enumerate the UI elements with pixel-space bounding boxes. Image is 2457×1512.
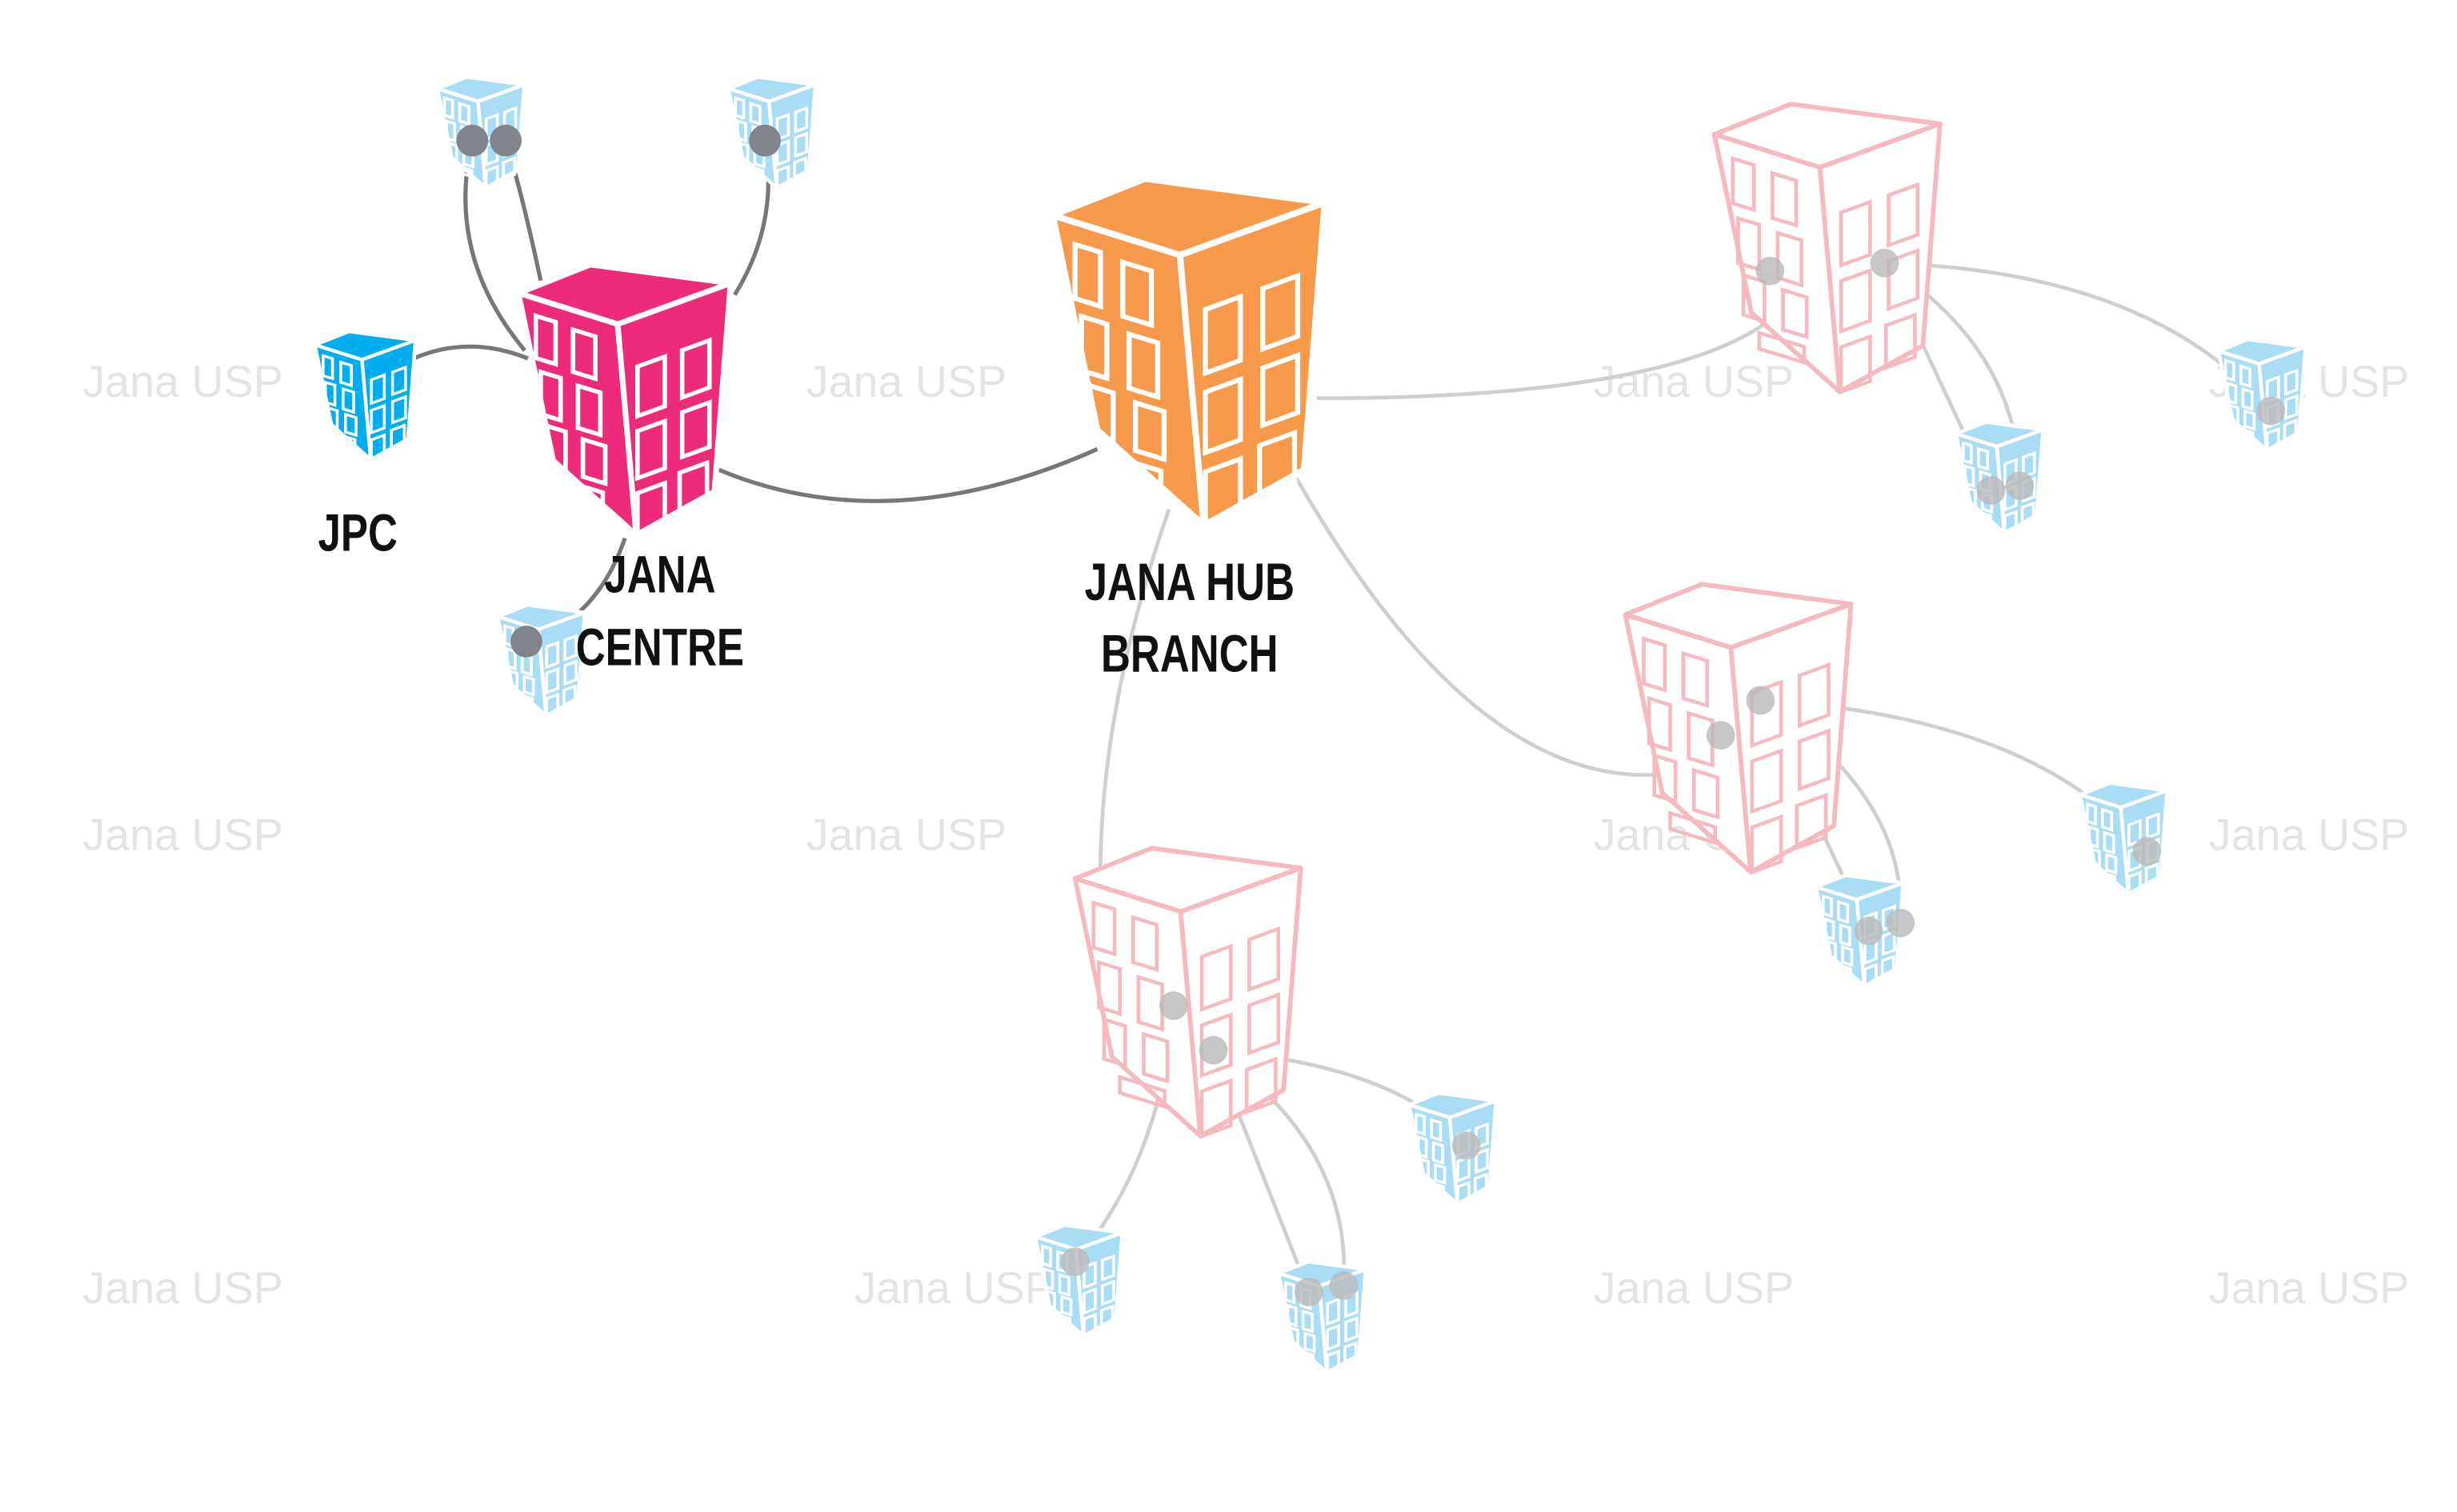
usp-building-icon[interactable]: [498, 605, 585, 716]
connector-dot: [1060, 1247, 1090, 1276]
watermark-text: Jana USP: [806, 810, 1007, 859]
usp-building-icon[interactable]: [1034, 1225, 1122, 1337]
watermark-text: Jana USP: [806, 357, 1007, 406]
watermark-text: Jana USP: [854, 1263, 1054, 1313]
jana-centre-building-icon[interactable]: [518, 264, 731, 536]
building-layer: [314, 77, 2306, 1373]
connector-dot: [1976, 476, 2006, 505]
connector-dot: [1746, 686, 1775, 715]
jpc-label: JPC: [318, 505, 398, 562]
connector-dot: [2132, 837, 2162, 866]
active-link: [412, 344, 529, 361]
connector-dot: [510, 626, 542, 658]
watermark-text: Jana USP: [1594, 1263, 1795, 1313]
jpc-building-icon[interactable]: [314, 331, 416, 460]
connector-dot: [1755, 256, 1785, 286]
connector-dot: [456, 124, 489, 157]
watermark-text: Jana USP: [82, 810, 283, 859]
hub-label-line1: JANA HUB: [1085, 554, 1295, 611]
connector-dot: [1329, 1271, 1359, 1300]
usp-building-icon[interactable]: [2218, 339, 2306, 450]
faded-branch-building-icon[interactable]: [1074, 848, 1301, 1137]
connector-dot: [749, 124, 781, 157]
connector-dot: [1854, 916, 1883, 946]
watermark-layer: Jana USP Jana USP Jana USP Jana USP Jana USP…: [82, 357, 2409, 1313]
connector-dot: [2256, 396, 2286, 426]
centre-label-line2: CENTRE: [576, 619, 744, 677]
connector-dot: [1198, 1035, 1228, 1065]
connector-dot: [490, 124, 522, 157]
connector-dot-layer: [456, 124, 2286, 1306]
hub-label-line2: BRANCH: [1101, 626, 1279, 683]
watermark-text: Jana USP: [1594, 357, 1795, 406]
connector-dot: [1706, 721, 1735, 750]
connector-dot: [1870, 248, 1899, 278]
connector-dot: [1886, 908, 1915, 938]
usp-building-icon[interactable]: [2079, 782, 2167, 894]
watermark-text: Jana USP: [82, 357, 283, 406]
watermark-text: Jana USP: [2209, 810, 2410, 859]
centre-label-line1: JANA: [604, 546, 715, 603]
watermark-text: Jana USP: [2209, 1263, 2410, 1313]
jana-hub-branch-building-icon[interactable]: [1052, 178, 1325, 526]
faded-link: [1316, 309, 1783, 401]
connector-dot: [2005, 471, 2035, 500]
connector-dot: [1451, 1131, 1481, 1160]
active-link: [718, 447, 1098, 503]
faded-branch-building-icon[interactable]: [1714, 104, 1940, 392]
connector-dot: [1159, 991, 1188, 1020]
watermark-text: Jana USP: [82, 1263, 283, 1313]
connector-dot: [1294, 1277, 1323, 1306]
